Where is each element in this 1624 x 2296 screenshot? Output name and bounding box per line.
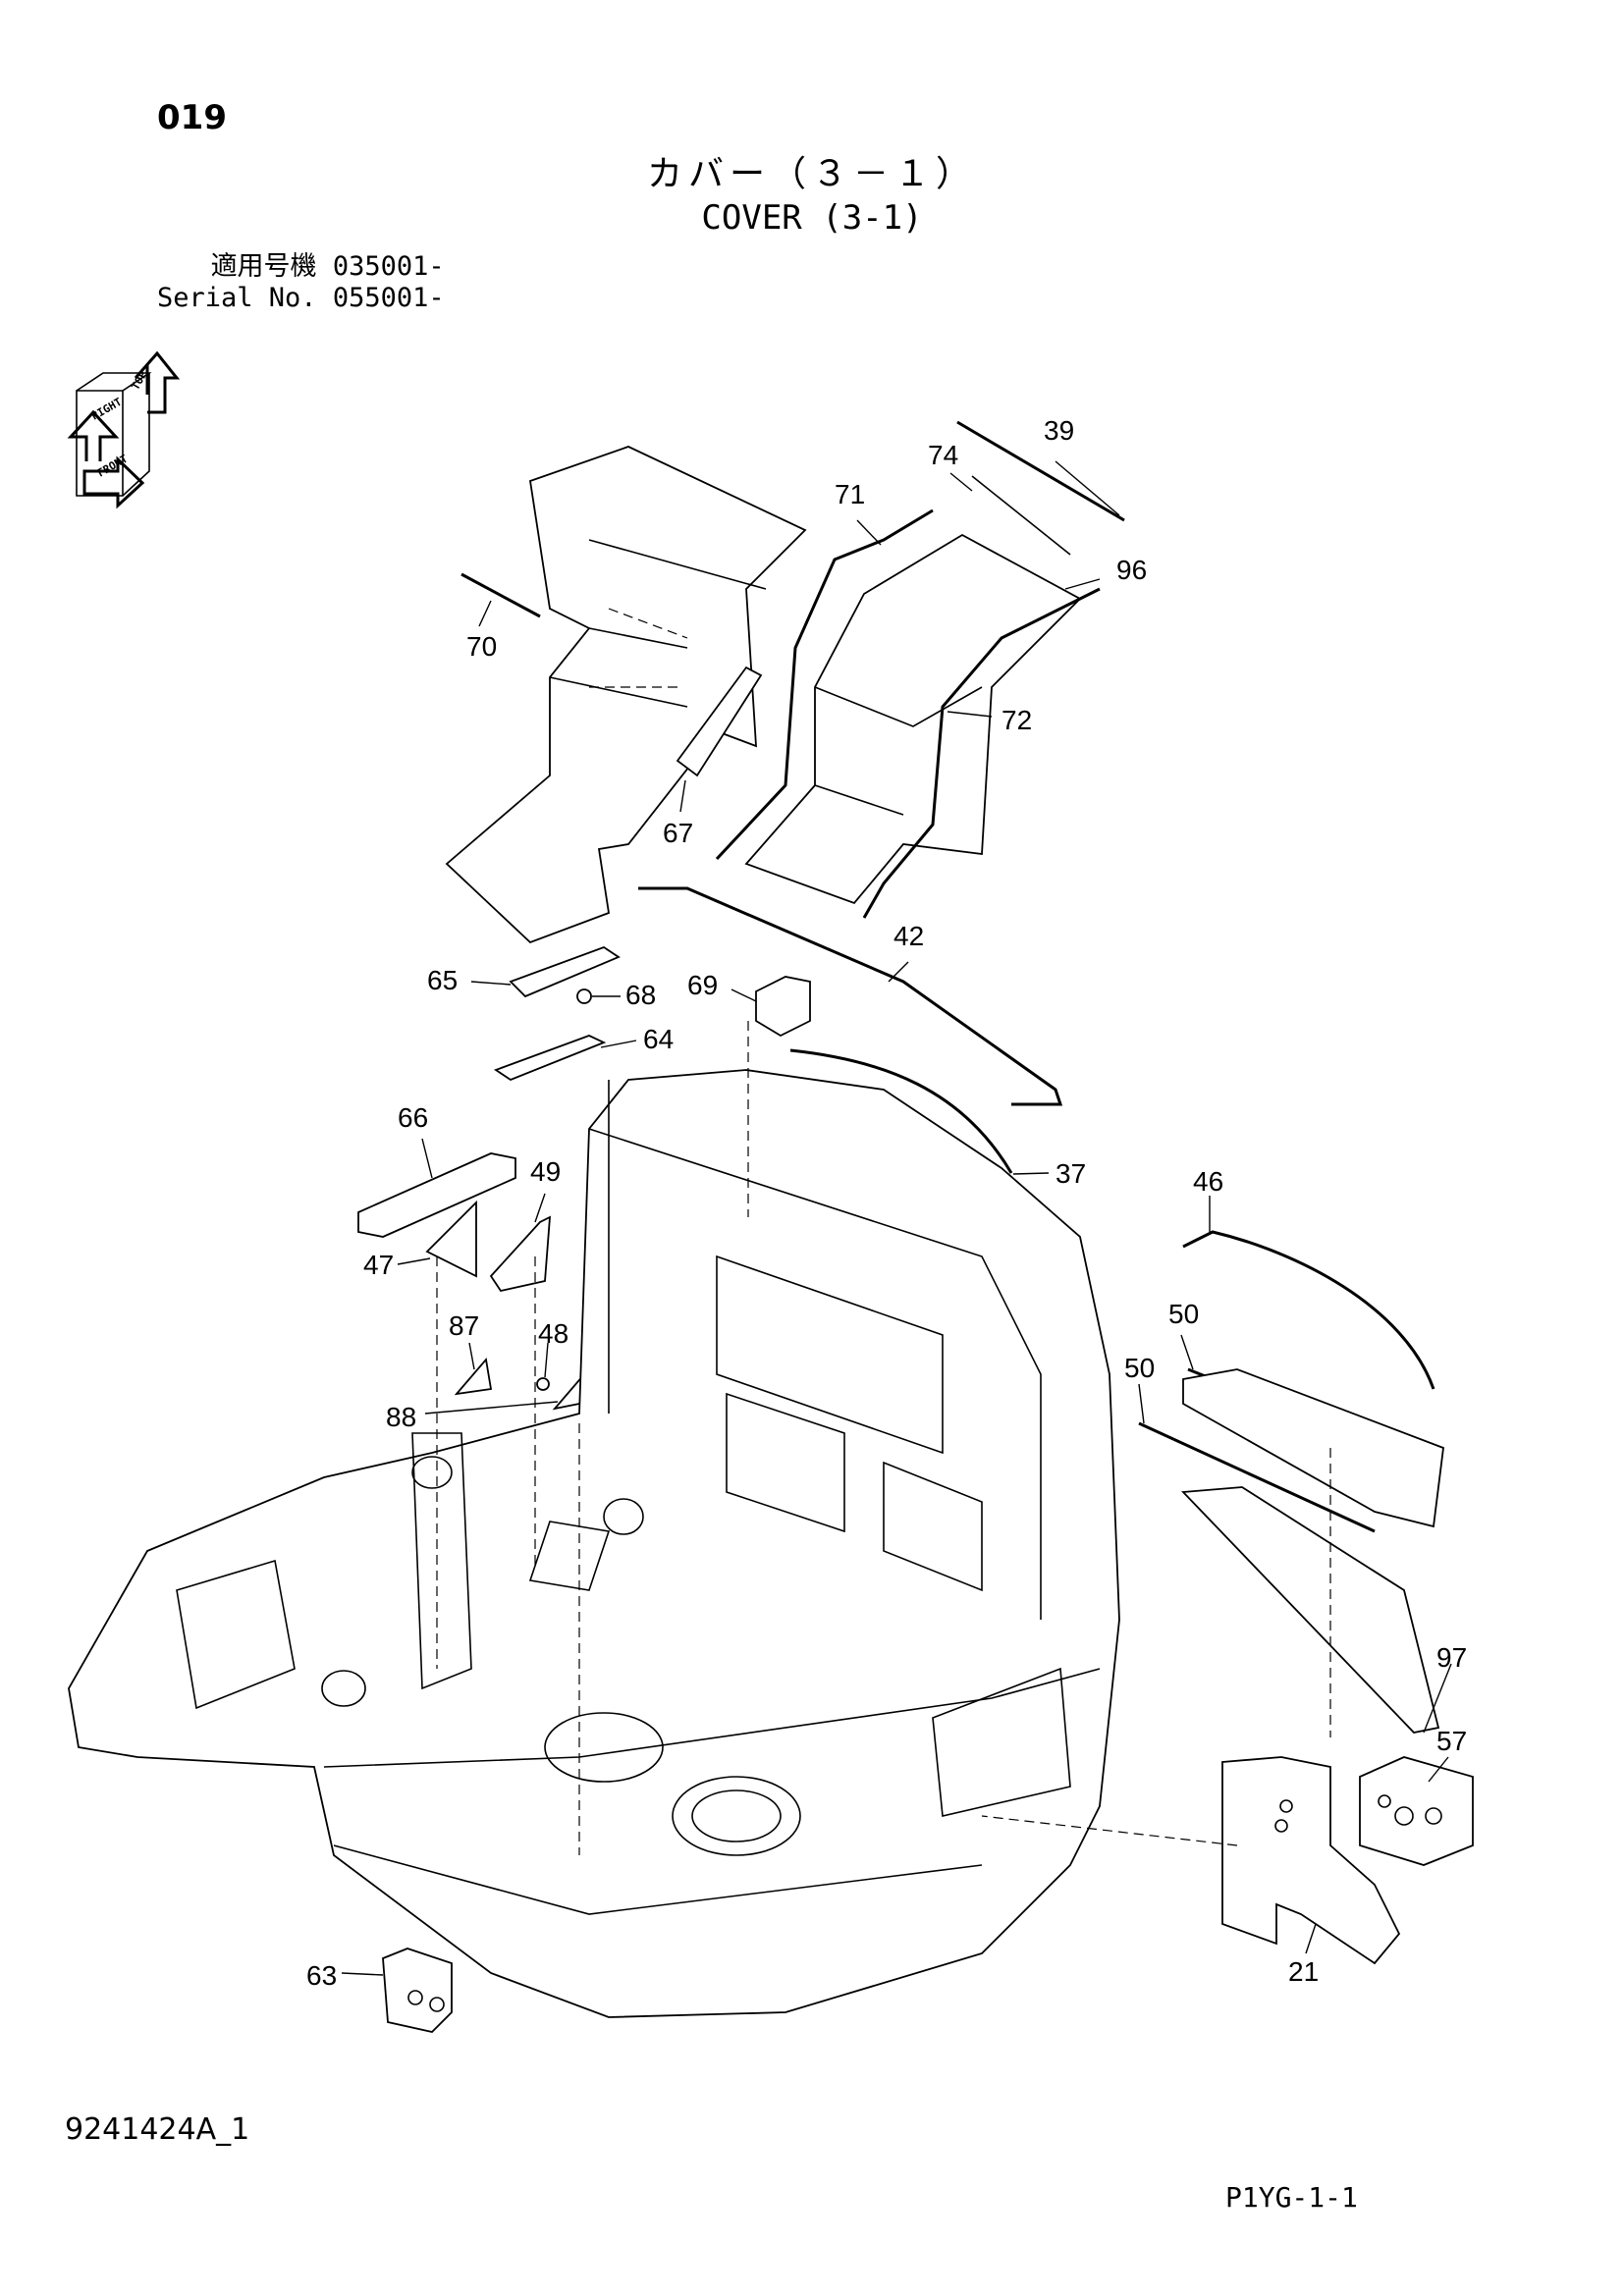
callout-65: 65 xyxy=(427,965,458,995)
part-57-block xyxy=(1359,1756,1474,1866)
callout-57: 57 xyxy=(1436,1726,1467,1756)
leader-50b xyxy=(1138,1383,1145,1424)
orientation-cube-icon: TOP RIGHT FRONT xyxy=(67,350,181,509)
callout-64: 64 xyxy=(643,1024,674,1054)
document-code: 9241424A_1 xyxy=(65,2112,250,2147)
callout-21: 21 xyxy=(1288,1956,1319,1987)
part-66-block xyxy=(357,1152,516,1238)
part-49-bracket xyxy=(489,1215,552,1293)
page-title-japanese: カバー（３－１） xyxy=(646,154,977,194)
page-reference: P1YG-1-1 xyxy=(1225,2181,1358,2214)
part-87-bracket xyxy=(454,1357,493,1396)
leader-67 xyxy=(679,779,686,813)
leader-42 xyxy=(888,961,909,983)
serial-row-en: Serial No. 055001- xyxy=(157,283,445,314)
callout-97: 97 xyxy=(1436,1642,1467,1673)
callout-42: 42 xyxy=(893,921,924,951)
part-21-panel xyxy=(1221,1756,1401,1965)
leader-70 xyxy=(478,600,492,627)
callout-63: 63 xyxy=(306,1960,337,1991)
callout-88: 88 xyxy=(386,1402,416,1432)
leader-48 xyxy=(544,1342,549,1378)
part-70-strip xyxy=(460,572,541,618)
part-46-seal xyxy=(1182,1230,1435,1390)
leader-71 xyxy=(856,519,882,546)
callout-48: 48 xyxy=(538,1318,568,1349)
leader-69 xyxy=(731,988,757,1002)
callout-72: 72 xyxy=(1001,705,1032,735)
leader-39 xyxy=(1055,460,1120,516)
callout-39: 39 xyxy=(1044,415,1074,446)
part-68-bolt xyxy=(576,988,592,1004)
serial-jp-value: 035001- xyxy=(332,251,445,282)
callout-50-upper: 50 xyxy=(1168,1299,1199,1329)
leader-72 xyxy=(947,711,993,718)
callout-69: 69 xyxy=(687,970,718,1000)
part-69-bracket xyxy=(755,976,811,1038)
leader-63 xyxy=(341,1972,384,1976)
leader-50a xyxy=(1180,1334,1194,1370)
serial-jp-label: 適用号機 xyxy=(210,251,317,282)
part-64-plate xyxy=(494,1035,607,1082)
callout-66: 66 xyxy=(398,1102,428,1133)
callout-67: 67 xyxy=(663,818,693,848)
callout-46: 46 xyxy=(1193,1166,1223,1197)
leader-65 xyxy=(470,981,512,986)
serial-en-value: 055001- xyxy=(332,283,445,313)
part-50-strip-lower xyxy=(1138,1421,1376,1533)
orientation-right-label: RIGHT xyxy=(89,396,125,423)
callout-47: 47 xyxy=(363,1250,394,1280)
part-71-seal xyxy=(715,508,934,861)
callout-74: 74 xyxy=(928,440,958,470)
part-48-bolt xyxy=(536,1377,550,1391)
leader-74 xyxy=(949,472,973,492)
main-frame xyxy=(68,1069,1120,2018)
page-title-english: COVER (3-1) xyxy=(701,198,923,238)
leader-87 xyxy=(468,1342,475,1370)
callout-49: 49 xyxy=(530,1156,561,1187)
part-42-seal xyxy=(638,886,1063,1106)
part-39-strip xyxy=(956,420,1125,522)
part-47-bracket xyxy=(425,1200,477,1278)
part-97-plate xyxy=(1181,1486,1440,1734)
leader-88 xyxy=(424,1401,559,1415)
part-96-cover xyxy=(744,533,1082,905)
callout-37: 37 xyxy=(1056,1158,1086,1189)
serial-en-label: Serial No. xyxy=(157,283,317,313)
leader-96 xyxy=(1064,578,1101,590)
callout-71: 71 xyxy=(835,479,865,509)
callout-70: 70 xyxy=(466,631,497,662)
part-37-seal xyxy=(789,1048,1013,1174)
part-74-strip xyxy=(971,475,1071,556)
leader-49 xyxy=(534,1193,546,1223)
serial-number-block: 適用号機 035001- Serial No. 055001- xyxy=(157,251,445,314)
leader-21 xyxy=(1305,1923,1317,1954)
leader-47 xyxy=(397,1257,431,1265)
leader-97 xyxy=(1423,1663,1452,1734)
callout-50-lower: 50 xyxy=(1124,1353,1155,1383)
leader-37 xyxy=(1012,1172,1050,1175)
part-65-plate xyxy=(509,945,621,998)
leader-66 xyxy=(421,1138,433,1179)
page-number: 019 xyxy=(157,98,227,137)
callout-87: 87 xyxy=(449,1310,479,1341)
callout-96: 96 xyxy=(1116,555,1147,585)
part-72-seal xyxy=(862,587,1101,919)
callout-68: 68 xyxy=(625,980,656,1010)
serial-row-jp: 適用号機 035001- xyxy=(157,251,445,283)
upper-cover-panel xyxy=(445,446,807,944)
part-67-bracket xyxy=(676,666,763,777)
leader-57 xyxy=(1428,1756,1449,1783)
part-50-bracket xyxy=(1182,1368,1444,1528)
part-96-folds xyxy=(814,686,983,816)
leader-64 xyxy=(600,1040,637,1048)
